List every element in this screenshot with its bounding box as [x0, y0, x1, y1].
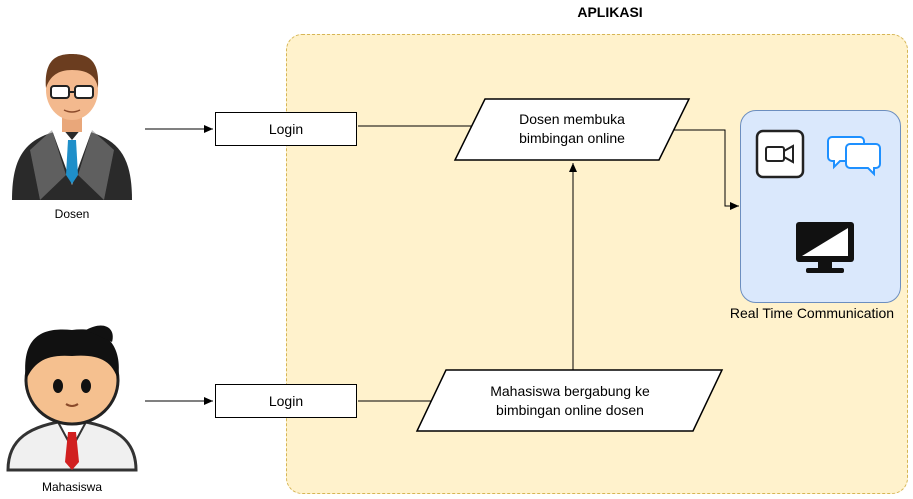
mahasiswa-bergabung-line1: Mahasiswa bergabung ke: [490, 383, 650, 399]
dosen-membuka-line2: bimbingan online: [519, 130, 625, 146]
mahasiswa-bergabung-line2: bimbingan online dosen: [496, 402, 644, 418]
dosen-membuka-line1: Dosen membuka: [519, 111, 625, 127]
dosen-label: Dosen: [54, 207, 90, 221]
dosen-membuka-text: Dosen membuka bimbingan online: [470, 106, 674, 152]
mahasiswa-avatar-icon: [6, 325, 138, 472]
dosen-membuka-shape[interactable]: [453, 98, 691, 161]
chat-bubbles-icon: [827, 136, 881, 177]
diagram-title: APLIKASI: [577, 4, 643, 20]
video-camera-icon: [755, 129, 805, 179]
login-dosen-label: Login: [268, 121, 304, 137]
arrow-membuka-to-rtc: [667, 129, 739, 210]
mahasiswa-bergabung-text: Mahasiswa bergabung ke bimbingan online …: [432, 378, 708, 424]
login-dosen-box[interactable]: Login: [215, 112, 357, 146]
login-mahasiswa-box[interactable]: Login: [215, 384, 357, 418]
dosen-avatar-icon: [12, 54, 132, 200]
monitor-icon: [796, 222, 854, 273]
mahasiswa-label: Mahasiswa: [41, 480, 103, 494]
rtc-label: Real Time Communication: [729, 305, 895, 321]
mahasiswa-bergabung-shape[interactable]: [415, 369, 724, 432]
login-mahasiswa-label: Login: [268, 393, 304, 409]
